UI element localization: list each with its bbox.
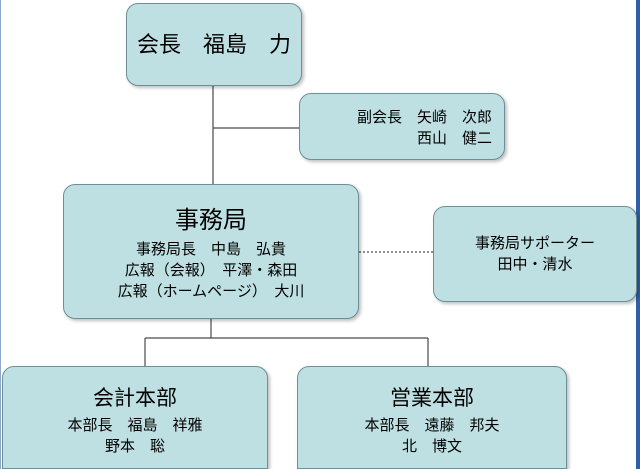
chairman-text: 会長 福島 力	[136, 33, 291, 58]
secretariat-line-1: 事務局長 中島 弘貴	[135, 240, 286, 258]
node-secretariat: 事務局 事務局長 中島 弘貴 広報（会報） 平澤・森田 広報（ホームページ） 大…	[63, 184, 359, 319]
accounting-line-1: 本部長 福島 祥雅	[67, 416, 203, 434]
vice-chairman-line-1: 副会長 矢崎 次郎	[356, 108, 492, 126]
accounting-title: 会計本部	[93, 386, 177, 410]
accounting-line-2: 野本 聡	[104, 437, 165, 455]
supporter-line-1: 事務局サポーター	[474, 234, 595, 252]
secretariat-line-3: 広報（ホームページ） 大川	[117, 282, 305, 300]
node-vice-chairman: 副会長 矢崎 次郎 西山 健二	[299, 93, 505, 160]
right-edge-bar	[636, 0, 640, 469]
sales-title: 営業本部	[390, 386, 474, 410]
sales-line-1: 本部長 遠藤 邦夫	[364, 416, 500, 434]
secretariat-line-2: 広報（会報） 平澤・森田	[124, 261, 298, 279]
sales-line-2: 北 博文	[401, 437, 462, 455]
left-edge-line	[0, 0, 1, 469]
node-sales: 営業本部 本部長 遠藤 邦夫 北 博文	[297, 366, 567, 469]
supporter-line-2: 田中・清水	[497, 255, 573, 273]
vice-chairman-line-2: 西山 健二	[416, 129, 492, 147]
secretariat-title: 事務局	[175, 206, 247, 234]
node-secretariat-supporter: 事務局サポーター 田中・清水	[433, 206, 637, 302]
node-chairman: 会長 福島 力	[126, 3, 302, 86]
node-accounting: 会計本部 本部長 福島 祥雅 野本 聡	[2, 366, 268, 469]
